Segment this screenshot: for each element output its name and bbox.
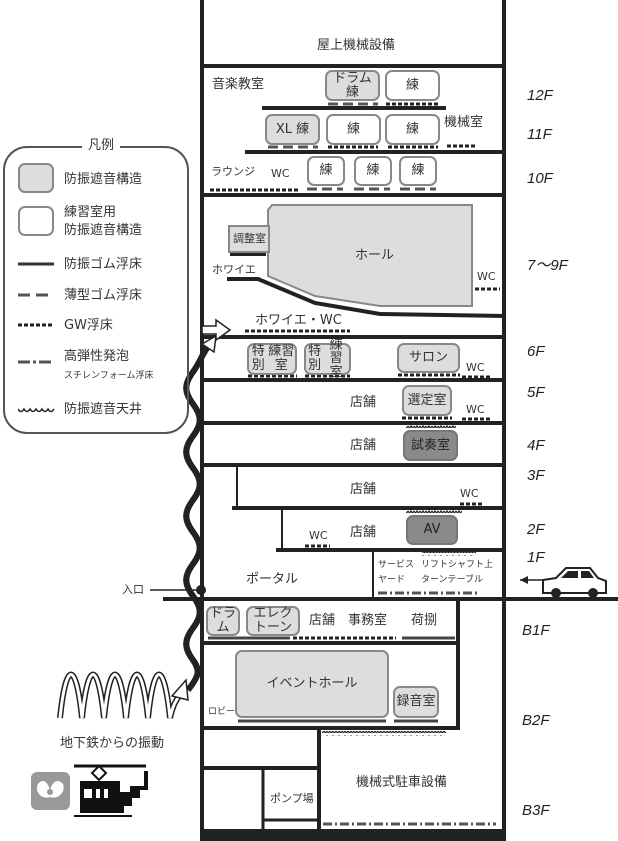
wc-label: WC: [309, 529, 328, 542]
parking-label: 機械式駐車設備: [356, 775, 448, 790]
foyer-wc-label: ホワイエ・WC: [255, 313, 342, 328]
label: 特別: [251, 344, 265, 373]
room-recording: 録音室: [393, 686, 439, 718]
floor-label: 2F: [527, 521, 545, 538]
room-drum: ドラム: [206, 606, 240, 636]
loading-label: 荷捌: [411, 613, 438, 628]
legend-line-icons: [18, 262, 55, 413]
floor-label: 11F: [527, 126, 552, 143]
subway-logo: [31, 772, 70, 810]
pump-room-label: ポンプ場: [270, 792, 314, 805]
music-school-label: 音楽教室: [212, 77, 265, 92]
shop-label: 店舗: [350, 482, 377, 497]
legend-label: GW浮床: [64, 318, 113, 333]
room-special-practice: 特別練習室: [247, 343, 297, 375]
room-selection: 選定室: [402, 385, 452, 416]
room-trial: 試奏室: [403, 430, 458, 461]
legend-label: 防振ゴム浮床: [64, 257, 143, 272]
floor-label: 4F: [527, 437, 545, 454]
wc-label: WC: [477, 270, 496, 283]
wc-label: WC: [466, 361, 485, 374]
room-practice: 練: [354, 156, 392, 186]
floor-label: 10F: [527, 170, 553, 187]
legend-white-box-icon: [18, 206, 54, 236]
room-practice: 練: [385, 114, 440, 145]
label: 練習室: [329, 337, 343, 380]
room-practice: 練: [399, 156, 437, 186]
legend-label: 防振遮音天井: [64, 402, 143, 417]
lobby-label: ロビー: [208, 707, 236, 717]
wc-label: WC: [460, 487, 479, 500]
wc-label: WC: [271, 167, 290, 180]
legend-gray-box-icon: [18, 163, 54, 193]
service-yard-label: サービス: [378, 560, 415, 570]
label: 特別: [308, 344, 322, 373]
floor-label: B2F: [522, 712, 550, 729]
legend-label: 練習室用: [64, 205, 117, 220]
lift-turntable-label: ターンテーブル: [421, 575, 484, 585]
label: 練習室: [268, 344, 295, 373]
room-drum-practice: ドラム練: [325, 70, 380, 101]
room-electone: エレクトーン: [246, 606, 300, 636]
roof-equipment-label: 屋上機械設備: [317, 38, 396, 53]
wc-label: WC: [466, 403, 485, 416]
shop-label: 店舗: [350, 438, 377, 453]
room-event-hall: イベントホール: [235, 650, 389, 718]
legend-title: 凡例: [82, 134, 121, 153]
portal-label: ポータル: [246, 572, 299, 587]
room-xl-practice: XL 練: [265, 114, 320, 145]
legend-label: 防振遮音構造: [64, 172, 143, 187]
machine-room-label: 機械室: [444, 115, 484, 130]
legend-label: スチレンフォーム浮床: [64, 371, 154, 381]
shop-label: 店舗: [350, 395, 377, 410]
floor-label: 7～9F: [527, 257, 568, 274]
hall-label: ホール: [355, 248, 395, 263]
hall-shape: [267, 204, 473, 307]
lounge-label: ラウンジ: [211, 165, 255, 178]
floor-label: 1F: [527, 549, 545, 566]
entrance-dot: [196, 585, 206, 595]
service-yard-label: ヤード: [378, 575, 406, 585]
legend-label: 薄型ゴム浮床: [64, 288, 143, 303]
car-icon: [520, 567, 607, 598]
lift-turntable-label: リフトシャフト上: [421, 560, 494, 570]
legend-label: 防振遮音構造: [64, 223, 143, 238]
floor-label: 6F: [527, 343, 545, 360]
room-practice: 練: [326, 114, 381, 145]
control-room-label: 調整室: [233, 232, 266, 245]
foyer-label: ホワイエ: [212, 263, 256, 276]
floor-label: 12F: [527, 87, 553, 104]
room-salon: サロン: [397, 343, 460, 373]
vibration-path-arrow: [57, 318, 232, 719]
room-av: AV: [406, 515, 458, 545]
shop-label: 店舗: [309, 613, 336, 628]
subway-vibration-caption: 地下鉄からの振動: [60, 736, 165, 751]
room-practice: 練: [385, 70, 440, 101]
floor-label: B1F: [522, 622, 550, 639]
train-icon: [74, 764, 148, 817]
floor-label: 5F: [527, 384, 545, 401]
floor-label: 3F: [527, 467, 545, 484]
entrance-label: 入口: [122, 583, 144, 596]
legend-label: 高弾性発泡: [64, 349, 130, 364]
room-special-practice: 特別練習室: [304, 338, 351, 379]
shop-label: 店舗: [350, 525, 377, 540]
room-practice: 練: [307, 156, 345, 186]
floor-label: B3F: [522, 802, 550, 819]
office-label: 事務室: [348, 613, 388, 628]
